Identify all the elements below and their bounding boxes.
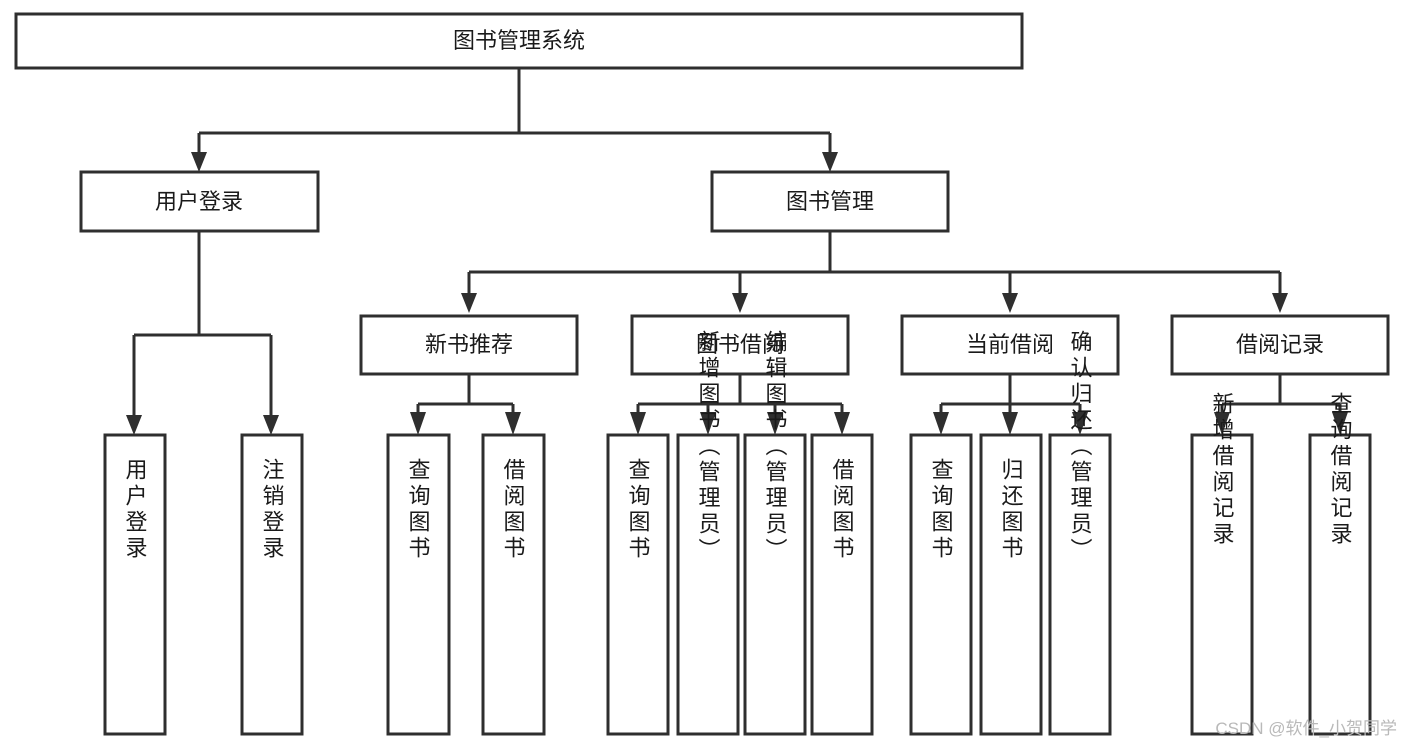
connector-current-borrow-to-leaves [933,375,1088,435]
leaf-book-borrow-edit[interactable]: 编辑图书（管理员） [743,330,807,736]
arrow-head-book-borrow-leaf-4 [834,412,850,435]
leaf-user-login-login-box[interactable] [103,433,167,736]
node-current-borrow[interactable]: 当前借阅 [900,314,1120,376]
node-new-book-recommend-label: 新书推荐 [425,332,513,357]
leaf-new-book-borrow[interactable]: 借阅图书 [481,433,546,736]
leaf-borrow-record-query-label: 查询借阅记录 [1328,392,1353,548]
arrow-head-book-borrow-leaf-2 [700,412,716,435]
node-book-manage[interactable]: 图书管理 [710,170,950,233]
arrow-head-user-login-leaf-2 [263,415,279,435]
connector-user-login-to-leaves [126,231,279,435]
leaf-book-borrow-edit-box[interactable] [743,433,807,736]
arrow-head-current-borrow-leaf-2 [1002,412,1018,435]
arrow-head-user-login [191,152,207,172]
connector-new-book-to-leaves [410,375,521,435]
node-borrow-record-label: 借阅记录 [1236,332,1324,357]
node-current-borrow-box[interactable] [900,314,1120,376]
leaf-user-login-logout[interactable]: 注销登录 [240,433,304,736]
node-user-login-label: 用户登录 [155,189,243,214]
connector-book-borrow-to-leaves [630,375,850,435]
connector-book-manage-to-level3 [461,231,1288,313]
arrow-head-current-borrow [1002,293,1018,313]
node-book-manage-box[interactable] [710,170,950,233]
arrow-head-current-borrow-leaf-3 [1072,412,1088,435]
arrow-head-current-borrow-leaf-1 [933,412,949,435]
node-borrow-record[interactable]: 借阅记录 [1170,314,1390,376]
leaf-user-login-login[interactable]: 用户登录 [103,433,167,736]
leaf-book-borrow-add[interactable]: 新增图书（管理员） [676,330,740,736]
arrow-head-borrow-record [1272,293,1288,313]
leaf-new-book-borrow-box[interactable] [481,433,546,736]
node-new-book-recommend[interactable]: 新书推荐 [359,314,579,376]
leaf-user-login-logout-box[interactable] [240,433,304,736]
leaf-book-borrow-query[interactable]: 查询图书 [606,433,670,736]
leaf-current-borrow-query-box[interactable] [909,433,973,736]
leaf-borrow-record-add-box[interactable] [1190,433,1254,736]
node-new-book-recommend-box[interactable] [359,314,579,376]
leaf-current-borrow-return-label: 归还图书 [999,458,1024,562]
leaf-borrow-record-query-box[interactable] [1308,433,1372,736]
leaf-current-borrow-return[interactable]: 归还图书 [979,433,1043,736]
leaf-book-borrow-edit-label: 编辑图书（管理员） [763,330,788,564]
csdn-watermark: CSDN @软件_小贺同学 [1215,719,1397,738]
leaf-book-borrow-add-label: 新增图书（管理员） [696,330,721,564]
node-current-borrow-label: 当前借阅 [966,332,1054,357]
node-root-label: 图书管理系统 [453,28,585,53]
node-book-borrow-box[interactable] [630,314,850,376]
node-root-box[interactable] [14,12,1024,70]
node-book-borrow[interactable]: 图书借阅 [630,314,850,376]
arrow-head-new-book-leaf-1 [410,412,426,435]
arrow-head-new-book-leaf-2 [505,412,521,435]
node-book-manage-label: 图书管理 [786,189,874,214]
leaf-book-borrow-query-box[interactable] [606,433,670,736]
node-user-login[interactable]: 用户登录 [79,170,320,233]
arrow-head-book-borrow-leaf-3 [767,412,783,435]
leaf-book-borrow-add-box[interactable] [676,433,740,736]
arrow-head-book-manage [822,152,838,172]
leaf-book-borrow-borrow-label: 借阅图书 [830,458,855,562]
node-user-login-box[interactable] [79,170,320,233]
node-root[interactable]: 图书管理系统 [14,12,1024,70]
arrow-head-borrow-record-leaf-1 [1214,412,1230,435]
leaf-user-login-logout-label: 注销登录 [260,458,285,562]
leaf-current-borrow-query-label: 查询图书 [929,458,954,562]
leaf-book-borrow-borrow[interactable]: 借阅图书 [810,433,874,736]
leaf-new-book-query-label: 查询图书 [406,458,431,562]
leaf-book-borrow-borrow-box[interactable] [810,433,874,736]
connector-root-to-level2 [191,68,838,172]
node-borrow-record-box[interactable] [1170,314,1390,376]
leaf-current-borrow-confirm[interactable]: 确认归还（管理员） [1048,330,1112,736]
leaf-current-borrow-query[interactable]: 查询图书 [909,433,973,736]
node-book-borrow-label: 图书借阅 [696,332,784,357]
arrow-head-book-borrow-leaf-1 [630,412,646,435]
connector-borrow-record-to-leaves [1214,375,1348,435]
leaf-borrow-record-add-label: 新增借阅记录 [1210,392,1235,548]
leaf-borrow-record-query[interactable]: 查询借阅记录 [1308,392,1372,736]
leaf-current-borrow-confirm-label: 确认归还（管理员） [1068,330,1093,564]
arrow-head-book-borrow [732,293,748,313]
arrow-head-user-login-leaf-1 [126,415,142,435]
leaf-new-book-borrow-label: 借阅图书 [501,458,526,562]
leaf-user-login-login-label: 用户登录 [123,458,148,562]
leaf-new-book-query[interactable]: 查询图书 [386,433,451,736]
arrow-head-borrow-record-leaf-2 [1332,412,1348,435]
leaf-book-borrow-query-label: 查询图书 [626,458,651,562]
arrow-head-new-book [461,293,477,313]
leaf-current-borrow-return-box[interactable] [979,433,1043,736]
leaf-borrow-record-add[interactable]: 新增借阅记录 [1190,392,1254,736]
leaf-current-borrow-confirm-box[interactable] [1048,433,1112,736]
leaf-new-book-query-box[interactable] [386,433,451,736]
